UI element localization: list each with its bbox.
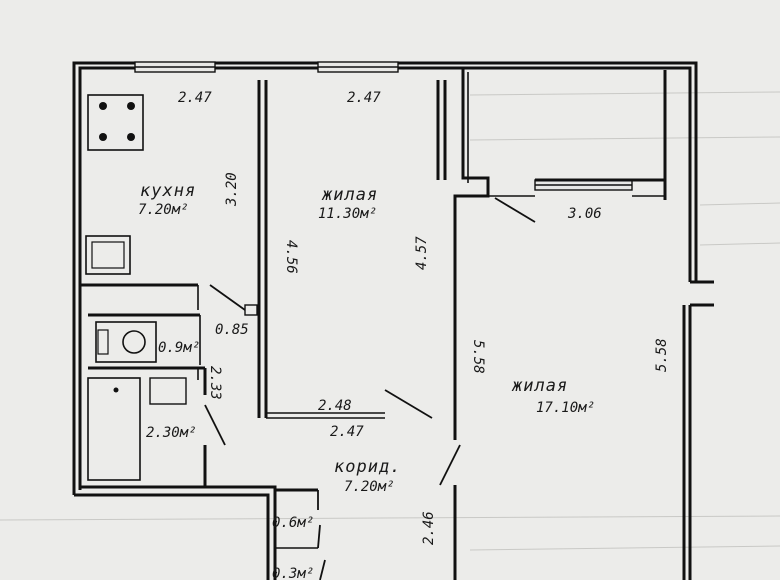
living2-labels: 3.06 5.58 5.58 жилая 17.10м² — [470, 206, 670, 416]
windows — [134, 61, 633, 191]
living1-depth-right-label: 4.57 — [414, 236, 430, 270]
kitchen-depth-label: 3.20 — [224, 172, 240, 207]
stove-icon — [87, 94, 144, 151]
living1-labels: 2.47 4.56 4.57 жилая 11.30м² 2.48 2.47 — [283, 90, 430, 440]
living2-depth-left-label: 5.58 — [470, 340, 486, 374]
bath-length-label: 2.33 — [207, 366, 223, 400]
bath-area-label: 2.30м² — [146, 425, 197, 441]
living2-depth-right-label: 5.58 — [654, 338, 670, 372]
corridor-name-label: корид. — [334, 457, 401, 477]
living1-width-label: 2.47 — [347, 90, 381, 106]
closet1-area-label: 0.6м² — [272, 515, 314, 531]
outer-walls — [72, 61, 714, 580]
living1-name-label: жилая — [321, 185, 378, 205]
living1-below-width-label: 2.47 — [330, 424, 364, 440]
kitchen-labels: 2.47 3.20 кухня 7.20м² — [138, 90, 240, 218]
corridor-area-label: 7.20м² — [344, 479, 395, 495]
bathroom-labels: 0.85 0.9м² 2.33 2.30м² — [146, 322, 249, 441]
bathtub-icon — [87, 377, 187, 481]
living2-width-label: 3.06 — [567, 206, 602, 222]
kitchen-name-label: кухня — [140, 181, 196, 201]
living2-name-label: жилая — [511, 376, 568, 396]
wc-area-label: 0.9м² — [158, 340, 200, 356]
closet2-area-label: 0.3м² — [272, 566, 314, 580]
kitchen-sink-icon — [85, 235, 131, 275]
loggia — [453, 68, 667, 440]
kitchen-area-label: 7.20м² — [138, 202, 189, 218]
closet-labels: 0.6м² 0.3м² — [272, 515, 314, 580]
kitchen-width-label: 2.47 — [178, 90, 212, 106]
wc-width-label: 0.85 — [215, 322, 249, 338]
faint-background-text — [0, 91, 780, 551]
living1-depth-left-label: 4.56 — [283, 240, 299, 274]
toilet-icon — [95, 321, 157, 363]
corridor-length-label: 2.46 — [421, 511, 437, 545]
corridor-labels: корид. 7.20м² 2.46 — [334, 457, 437, 545]
interior-walls — [80, 80, 461, 580]
living1-area-label: 11.30м² — [318, 206, 377, 222]
living2-area-label: 17.10м² — [536, 400, 595, 416]
living1-bottom-width-label: 2.48 — [318, 398, 352, 414]
